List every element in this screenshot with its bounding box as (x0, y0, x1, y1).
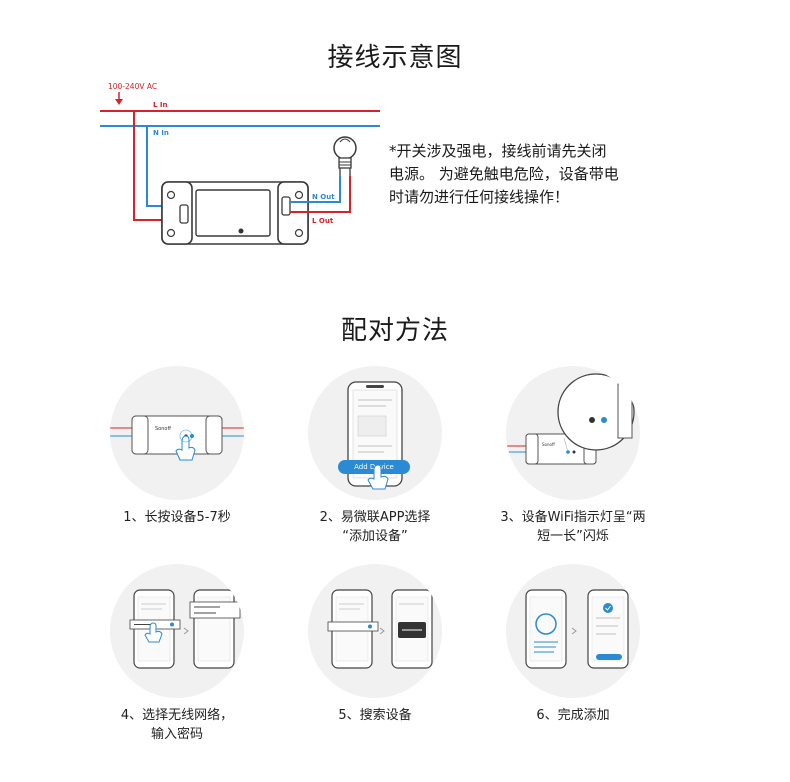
wiring-diagram: 100-240V AC L In N In N Out L Out (100, 82, 380, 245)
caption-line: “添加设备” (342, 529, 408, 544)
bulb-icon (333, 136, 357, 176)
caption-line: 短一长”闪烁 (537, 529, 609, 544)
caption-line: 输入密码 (150, 727, 203, 742)
step-6-caption: 6、完成添加 (473, 706, 673, 725)
svg-text:Sonoff: Sonoff (155, 426, 171, 432)
warning-line: *开关涉及强电，接线前请先关闭 (389, 142, 607, 160)
hand-pointer-icon (367, 464, 389, 490)
caption-line: 4、选择无线网络， (120, 708, 234, 723)
step-5-illustration (308, 564, 442, 698)
l-in-label: L In (153, 101, 168, 109)
caption-line: 5、搜索设备 (338, 708, 412, 723)
warning-line: 电源。 为避免触电危险，设备带电 (389, 165, 619, 183)
step-4-illustration (110, 564, 244, 698)
n-in-label: N In (153, 129, 169, 137)
warning-line: 时请勿进行任何接线操作！ (389, 188, 570, 206)
step-1-caption: 1、长按设备5-7秒 (77, 508, 277, 527)
voltage-label: 100-240V AC (108, 82, 157, 91)
caption-line: 3、设备WiFi指示灯呈“两 (500, 510, 646, 525)
step-3-illustration: Sonoff (506, 366, 640, 500)
svg-text:Sonoff: Sonoff (542, 442, 555, 447)
step-4-caption: 4、选择无线网络， 输入密码 (77, 706, 277, 744)
caption-line: 1、长按设备5-7秒 (123, 510, 231, 525)
caption-line: 2、易微联APP选择 (319, 510, 431, 525)
n-out-label: N Out (312, 193, 335, 201)
step-2-illustration: Add Device (308, 366, 442, 500)
step-6-illustration (506, 564, 640, 698)
wiring-title: 接线示意图 (327, 43, 463, 73)
step-2-caption: 2、易微联APP选择 “添加设备” (275, 508, 475, 546)
step-5-caption: 5、搜索设备 (275, 706, 475, 725)
wiring-warning: *开关涉及强电，接线前请先关闭 电源。 为避免触电危险，设备带电 时请勿进行任何… (389, 140, 679, 209)
l-out-label: L Out (312, 217, 334, 225)
step-1-illustration: Sonoff (110, 366, 244, 500)
pairing-title: 配对方法 (340, 316, 449, 346)
step-3-caption: 3、设备WiFi指示灯呈“两 短一长”闪烁 (473, 508, 673, 546)
caption-line: 6、完成添加 (536, 708, 610, 723)
